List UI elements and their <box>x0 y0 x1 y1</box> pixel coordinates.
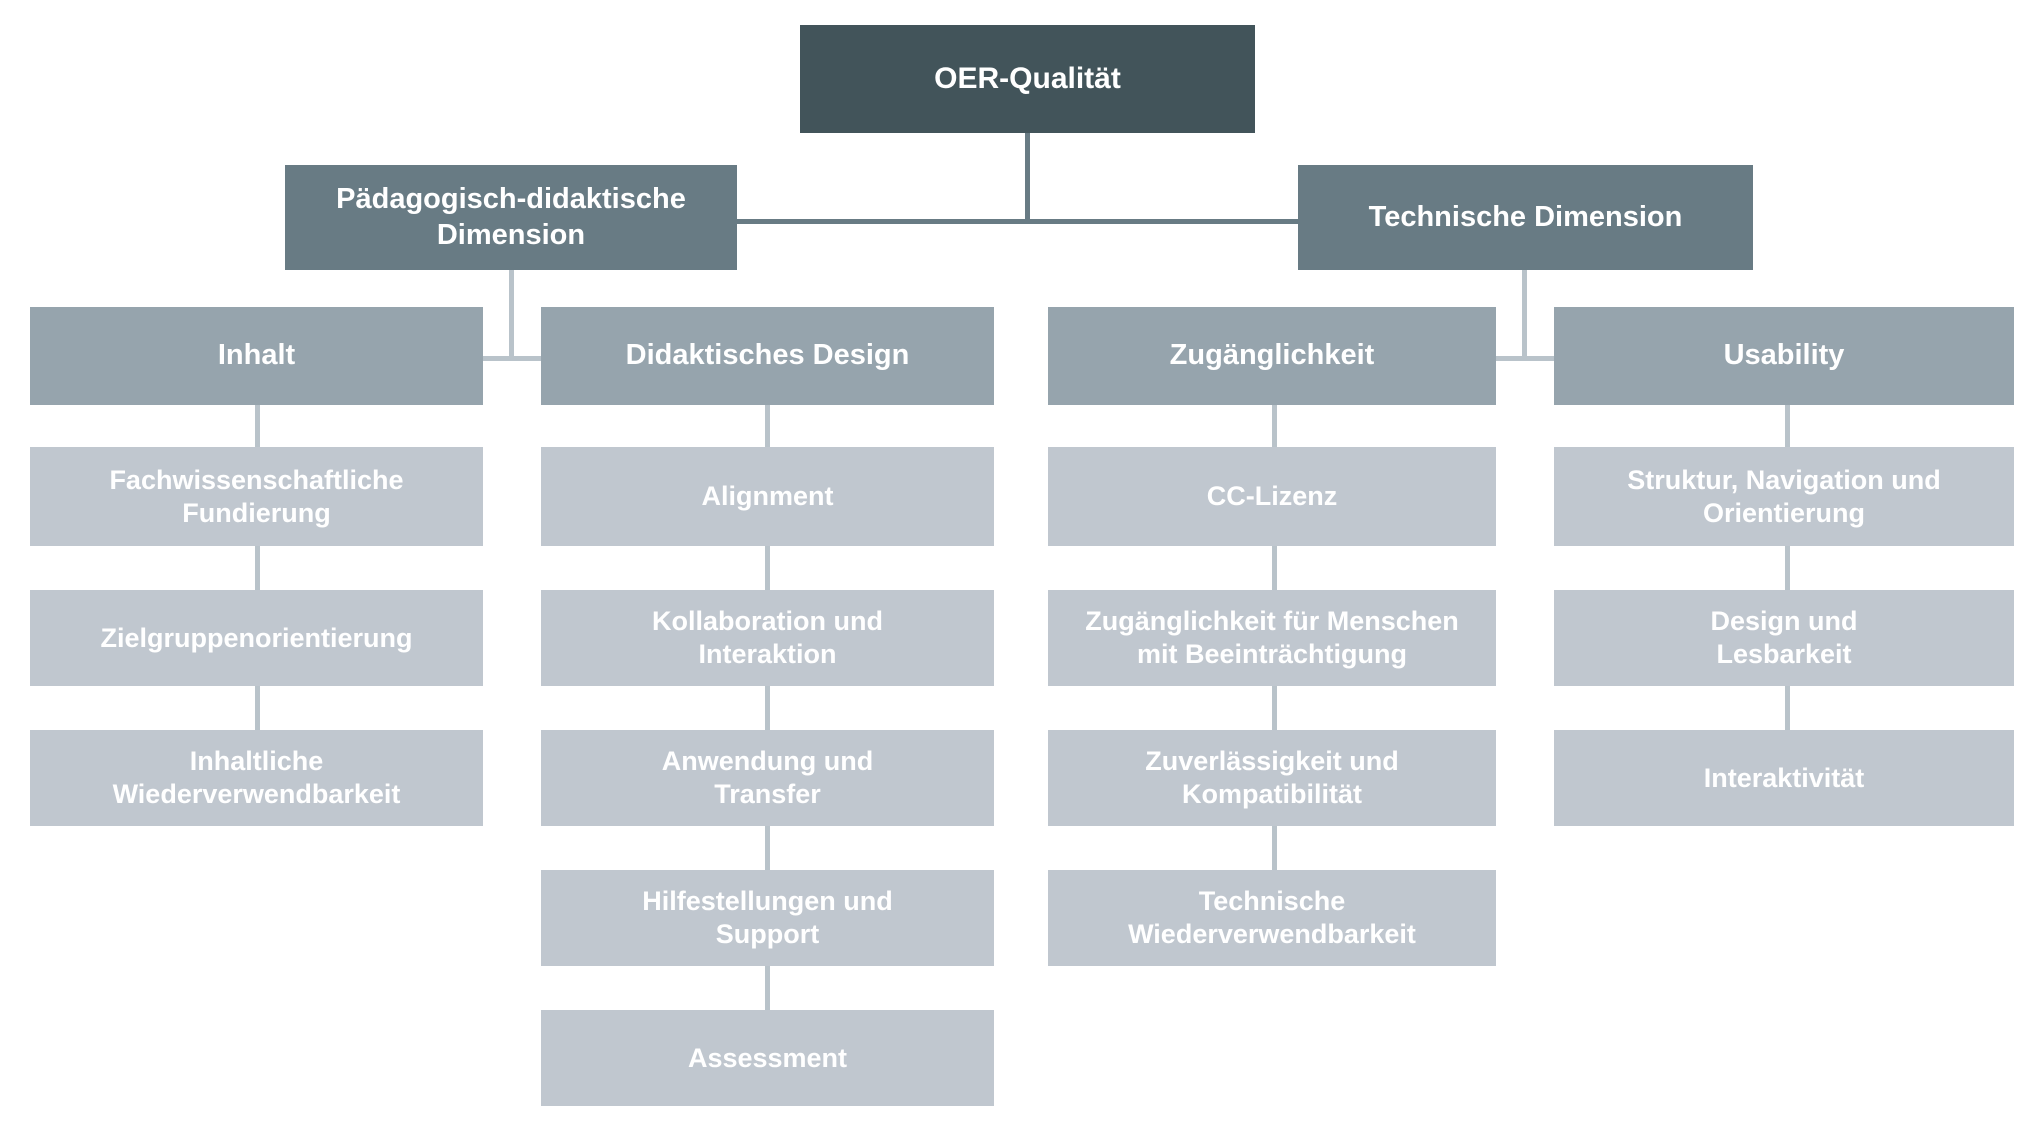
node-category-usability[interactable]: Usability <box>1554 307 2014 405</box>
node-criterion-inhaltliche-wiederverwendbarkeit[interactable]: Inhaltliche Wiederverwendbarkeit <box>30 730 483 826</box>
connector-inhalt-2 <box>255 546 260 590</box>
node-dimension-paedagogisch-didaktische[interactable]: Pädagogisch-didaktische Dimension <box>285 165 737 270</box>
node-criterion-struktur-navigation-und-orientierung[interactable]: Struktur, Navigation und Orientierung <box>1554 447 2014 546</box>
connector-paedagogisch-bar <box>483 356 541 361</box>
node-dimension-technische[interactable]: Technische Dimension <box>1298 165 1753 270</box>
connector-zugaenglichkeit-4 <box>1272 826 1277 870</box>
connector-usability-1 <box>1785 405 1790 447</box>
connector-root-down <box>1025 133 1030 221</box>
node-root-oer-qualitaet[interactable]: OER-Qualität <box>800 25 1255 133</box>
node-criterion-zielgruppenorientierung[interactable]: Zielgruppenorientierung <box>30 590 483 686</box>
node-criterion-technische-wiederverwendbarkeit[interactable]: Technische Wiederverwendbarkeit <box>1048 870 1496 966</box>
node-criterion-zugaenglichkeit-fuer-menschen-mit-beeintraechtigung[interactable]: Zugänglichkeit für Menschen mit Beeinträ… <box>1048 590 1496 686</box>
connector-didaktisch-4 <box>765 826 770 870</box>
connector-zugaenglichkeit-3 <box>1272 686 1277 730</box>
connector-paedagogisch-down <box>509 270 514 360</box>
connector-didaktisch-1 <box>765 405 770 447</box>
connector-zugaenglichkeit-2 <box>1272 546 1277 590</box>
node-criterion-cc-lizenz[interactable]: CC-Lizenz <box>1048 447 1496 546</box>
node-criterion-interaktivitaet[interactable]: Interaktivität <box>1554 730 2014 826</box>
connector-didaktisch-2 <box>765 546 770 590</box>
node-criterion-zuverlaessigkeit-und-kompatibilitaet[interactable]: Zuverlässigkeit und Kompatibilität <box>1048 730 1496 826</box>
connector-inhalt-3 <box>255 686 260 730</box>
node-category-zugaenglichkeit[interactable]: Zugänglichkeit <box>1048 307 1496 405</box>
node-criterion-fachwissenschaftliche-fundierung[interactable]: Fachwissenschaftliche Fundierung <box>30 447 483 546</box>
connector-zugaenglichkeit-1 <box>1272 405 1277 447</box>
connector-dimension-bar <box>735 219 1298 224</box>
connector-technische-bar <box>1496 356 1554 361</box>
connector-usability-2 <box>1785 546 1790 590</box>
node-criterion-design-und-lesbarkeit[interactable]: Design und Lesbarkeit <box>1554 590 2014 686</box>
node-category-didaktisches-design[interactable]: Didaktisches Design <box>541 307 994 405</box>
node-criterion-alignment[interactable]: Alignment <box>541 447 994 546</box>
connector-didaktisch-5 <box>765 966 770 1010</box>
node-category-inhalt[interactable]: Inhalt <box>30 307 483 405</box>
connector-technische-down <box>1522 270 1527 360</box>
connector-didaktisch-3 <box>765 686 770 730</box>
node-criterion-kollaboration-und-interaktion[interactable]: Kollaboration und Interaktion <box>541 590 994 686</box>
node-criterion-hilfestellungen-und-support[interactable]: Hilfestellungen und Support <box>541 870 994 966</box>
node-criterion-assessment[interactable]: Assessment <box>541 1010 994 1106</box>
node-criterion-anwendung-und-transfer[interactable]: Anwendung und Transfer <box>541 730 994 826</box>
connector-usability-3 <box>1785 686 1790 730</box>
connector-inhalt-1 <box>255 405 260 447</box>
